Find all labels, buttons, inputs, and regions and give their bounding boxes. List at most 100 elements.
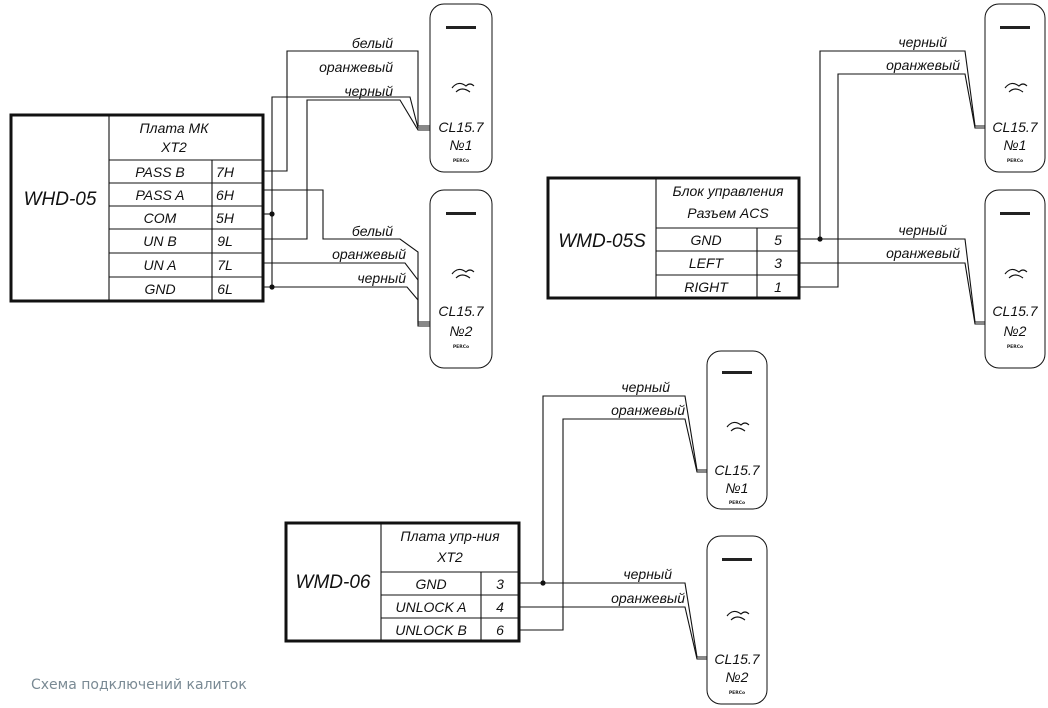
wmd05s-header-line1: Блок управления [672,183,784,199]
whd05-signal: COM [144,210,177,226]
wmd05s-reader-1: CL15.7 №1 PERCo [984,3,1046,173]
reader-model: CL15.7 [714,462,760,478]
wmd06-title: WMD-06 [296,572,371,593]
wmd06-reader-2: CL15.7 №2 PERCo [706,535,768,705]
whd05-pin: 7L [217,257,233,273]
whd05-pin: 9L [217,233,233,249]
wire-label: оранжевый [886,245,960,261]
junction-dot [817,236,823,242]
reader-model: CL15.7 [992,303,1038,319]
wire-label: черный [898,222,947,238]
reader-number: №1 [1004,137,1027,153]
wire-label: оранжевый [886,57,960,73]
wire-label: оранжевый [611,590,685,606]
wmd06-signal: UNLOCK A [395,599,466,615]
whd05-title: WHD-05 [24,189,97,210]
wmd06-signal: GND [415,576,446,592]
whd05-header-line1: Плата МК [140,120,210,136]
wire-label: оранжевый [332,246,406,262]
reader-model: CL15.7 [714,651,760,667]
wmd05s-pin: 3 [774,255,782,271]
wmd06-pin: 6 [496,622,504,638]
junction-dot [540,580,546,586]
reader-body [984,3,1046,173]
figure-caption: Схема подключений калиток [31,677,247,693]
whd05-header-line2: XT2 [160,139,187,155]
reader-brand-logo: PERCo [1007,158,1023,164]
wire-label: белый [352,35,393,51]
reader-body [706,350,768,510]
wmd05s-pin: 1 [774,279,782,295]
reader-model: CL15.7 [438,303,484,319]
wmd05s-controller: WMD-05S Блок управления Разъем ACS GND 5… [546,176,801,300]
wmd06-reader-1: CL15.7 №1 PERCo [706,350,768,510]
whd05-signal: PASS B [135,164,185,180]
wmd05s-signal: GND [690,232,721,248]
wire-label: оранжевый [611,402,685,418]
wmd05s-pin: 5 [774,232,782,248]
wire-label: оранжевый [319,59,393,75]
wire-label: черный [357,270,406,286]
whd05-signal: GND [144,281,175,297]
wire-label: черный [344,83,393,99]
wire-label: черный [623,566,672,582]
wmd06-wire-labels: черный оранжевый черный оранжевый [611,379,685,606]
wire-label: белый [352,223,393,239]
wmd05s-reader-2: CL15.7 №2 PERCo [984,189,1046,369]
whd05-wires [263,50,430,327]
whd05-wire-labels: белый оранжевый черный белый оранжевый ч… [319,35,406,286]
whd05-pin: 6H [216,187,235,203]
reader-brand-logo: PERCo [453,158,469,164]
wire-label: черный [898,34,947,50]
wire-label: черный [621,379,670,395]
whd05-pin: 6L [217,281,233,297]
reader-indicator [1000,26,1030,29]
reader-brand-logo: PERCo [729,500,745,506]
reader-indicator [1000,212,1030,215]
wmd05s-frame [546,176,801,300]
whd05-pin: 5H [216,210,235,226]
wmd05s-wires [799,50,985,325]
reader-number: №2 [450,323,473,339]
wmd05s-title: WMD-05S [558,231,646,252]
reader-number: №1 [450,137,473,153]
reader-body [984,189,1046,369]
contactless-icon [451,268,475,279]
contactless-icon [726,610,750,621]
wmd06-header-line1: Плата упр-ния [400,528,500,544]
reader-indicator [722,558,752,561]
wmd05s-signal: RIGHT [684,279,729,295]
contactless-icon [451,82,475,93]
whd05-signal: UN A [144,257,177,273]
reader-body [706,535,768,705]
reader-body [429,189,493,369]
wmd06-wires [519,395,707,660]
reader-indicator [446,26,476,29]
wmd06-header-line2: XT2 [436,549,463,565]
whd05-reader-1: CL15.7 №1 PERCo [429,3,493,173]
wmd06-controller: WMD-06 Плата упр-ния XT2 GND 3 UNLOCK A … [284,521,521,643]
reader-model: CL15.7 [992,119,1038,135]
wmd06-pin: 3 [496,576,504,592]
wmd05s-header-line2: Разъем ACS [687,205,769,221]
whd05-signal: UN B [143,233,176,249]
whd05-pin: 7H [216,164,235,180]
wmd05s-signal: LEFT [689,255,725,271]
whd05-reader-2: CL15.7 №2 PERCo [429,189,493,369]
whd05-controller: WHD-05 Плата МК XT2 PASS B 7H PASS A 6H … [9,113,265,303]
reader-number: №1 [726,480,749,496]
wmd05s-wire-labels: черный оранжевый черный оранжевый [886,34,960,261]
reader-indicator [722,371,752,374]
wmd06-signal: UNLOCK B [395,622,467,638]
reader-number: №2 [1004,323,1027,339]
reader-body [429,3,493,173]
reader-brand-logo: PERCo [453,344,469,350]
reader-number: №2 [726,669,749,685]
reader-brand-logo: PERCo [729,690,745,696]
wmd06-pin: 4 [496,599,504,615]
contactless-icon [1004,82,1028,93]
whd05-frame [9,113,265,303]
wmd06-frame [284,521,521,643]
